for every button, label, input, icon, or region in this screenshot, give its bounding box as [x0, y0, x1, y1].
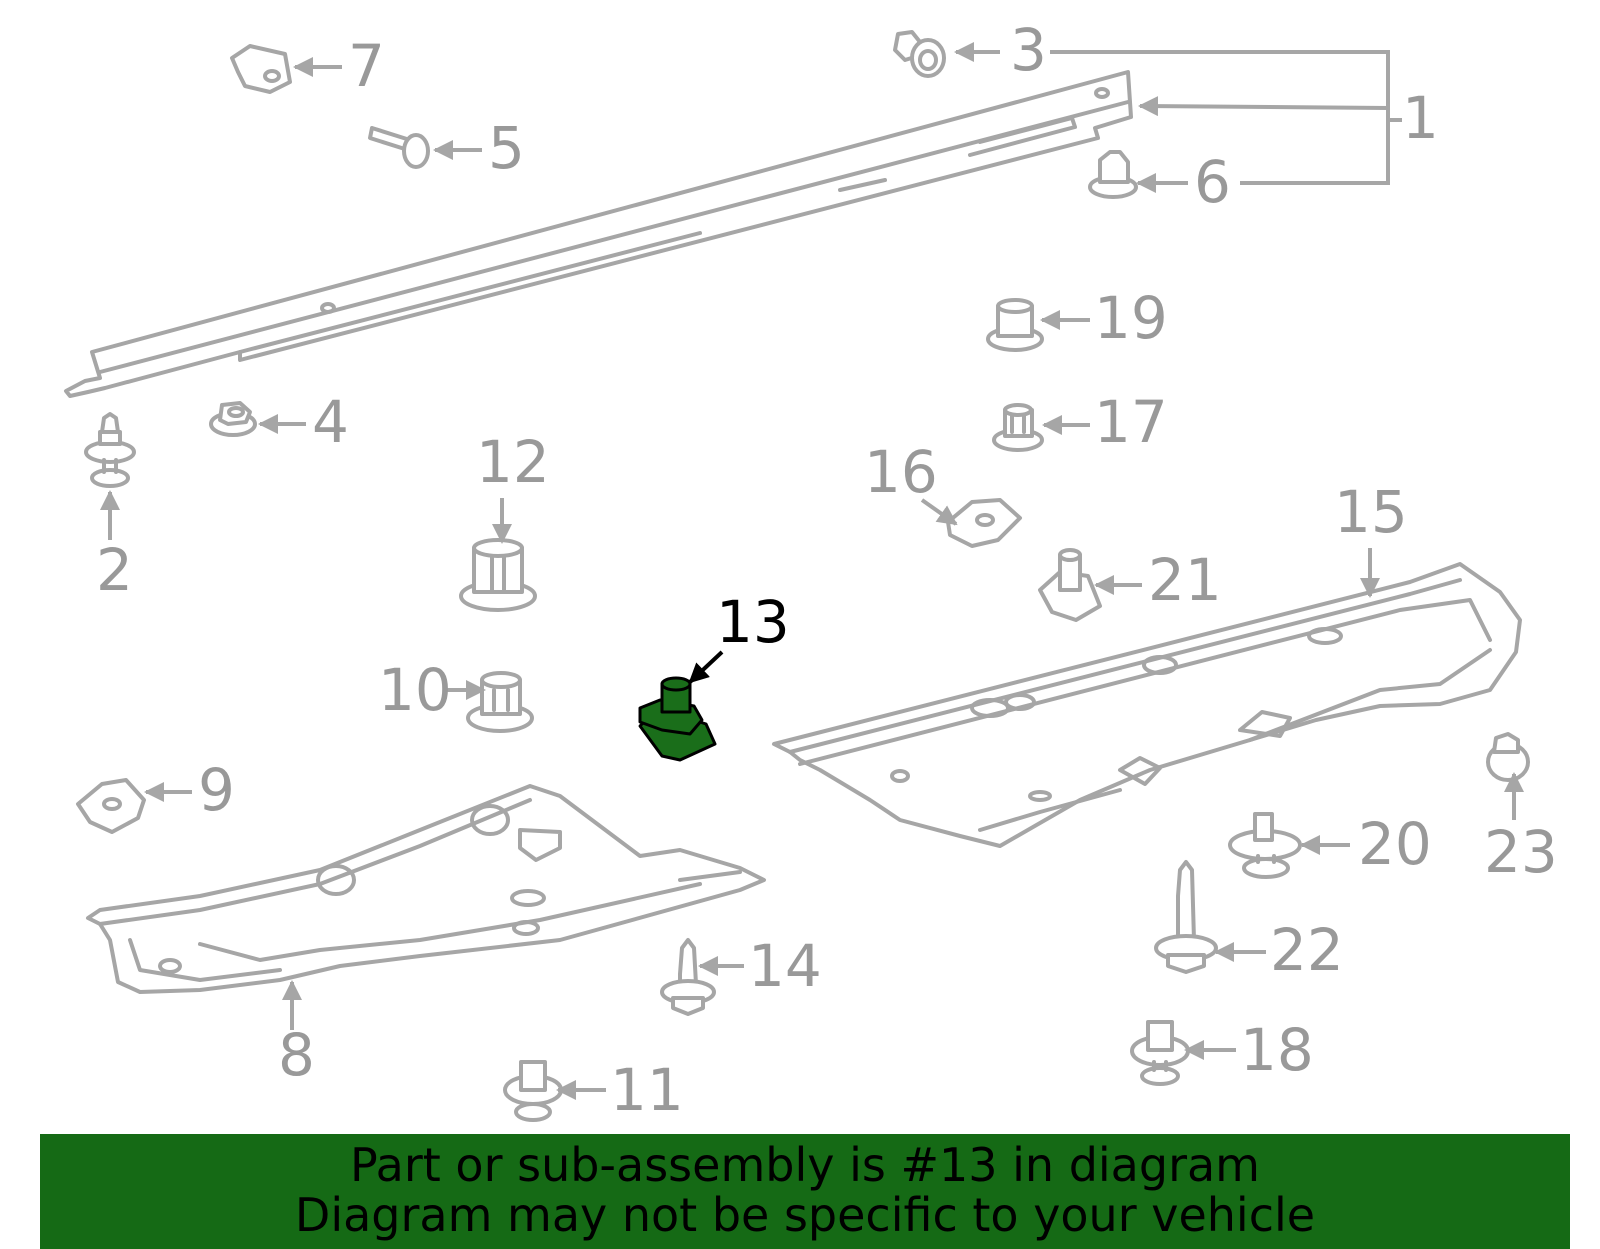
- callout-6: 6: [1194, 148, 1231, 216]
- callout-20: 20: [1358, 810, 1432, 878]
- part-20-clip: [1228, 812, 1302, 879]
- part-7-clip-nut: [230, 44, 292, 94]
- callout-21: 21: [1148, 546, 1222, 614]
- callout-5: 5: [488, 114, 525, 182]
- callout-3: 3: [1010, 16, 1047, 84]
- callout-16: 16: [864, 438, 938, 506]
- callout-13: 13: [716, 588, 790, 656]
- callout-1: 1: [1402, 84, 1439, 152]
- callout-labels: 1 2 3 4 5 6 7 8 9 10 11 12 13 14 15 16 1…: [96, 16, 1558, 1124]
- callout-10: 10: [378, 656, 452, 724]
- part-9-clip-nut: [76, 778, 146, 834]
- part-23-clip: [1486, 732, 1530, 782]
- part-5-screw: [368, 126, 430, 169]
- callout-22: 22: [1270, 916, 1344, 984]
- part-6-clip: [1088, 150, 1138, 199]
- part-1-rocker-molding: [64, 70, 1133, 398]
- part-14-bolt: [660, 938, 716, 1016]
- callout-18: 18: [1240, 1016, 1314, 1084]
- banner-line-2: Diagram may not be specific to your vehi…: [294, 1188, 1316, 1242]
- part-13-highlighted: [638, 676, 717, 762]
- callout-14: 14: [748, 932, 822, 1000]
- callout-4: 4: [312, 388, 349, 456]
- part-16-clip-nut: [946, 498, 1022, 548]
- callout-2: 2: [96, 536, 133, 604]
- part-8-under-cover-left: [86, 784, 766, 994]
- part-4-nut: [209, 401, 257, 437]
- callout-11: 11: [610, 1056, 684, 1124]
- part-21-clip: [1038, 548, 1102, 622]
- part-15-under-cover-right: [772, 562, 1522, 848]
- callout-8: 8: [278, 1021, 315, 1089]
- part-19-grommet: [986, 298, 1044, 352]
- callout-17: 17: [1094, 388, 1168, 456]
- banner-line-1: Part or sub-assembly is #13 in diagram: [350, 1138, 1260, 1192]
- info-banner: Part or sub-assembly is #13 in diagram D…: [40, 1134, 1570, 1249]
- callout-12: 12: [476, 428, 550, 496]
- leader-lines: [100, 42, 1524, 1100]
- callout-9: 9: [198, 756, 235, 824]
- part-10-nut: [466, 671, 534, 733]
- callout-23: 23: [1484, 818, 1558, 886]
- part-12-grommet: [459, 538, 537, 612]
- callout-15: 15: [1334, 478, 1408, 546]
- part-3-clip: [893, 30, 946, 78]
- callout-7: 7: [348, 32, 385, 100]
- part-11-clip: [503, 1060, 563, 1122]
- part-22-bolt: [1154, 860, 1218, 974]
- part-2-clip: [84, 412, 136, 488]
- part-18-clip: [1130, 1020, 1190, 1086]
- callout-19: 19: [1094, 284, 1168, 352]
- part-17-nut: [992, 403, 1044, 452]
